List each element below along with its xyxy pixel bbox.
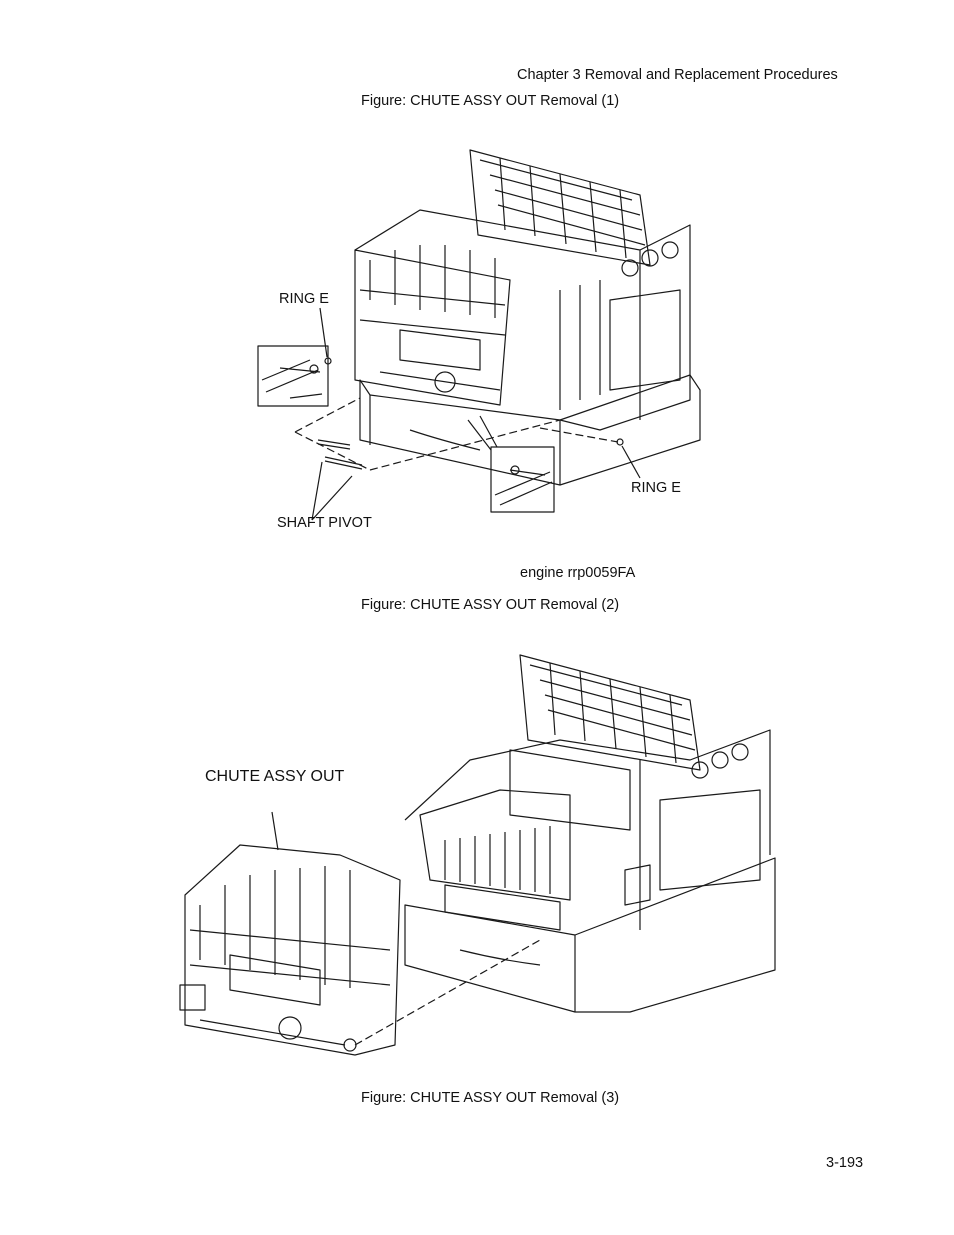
printer-illustration-2	[179, 654, 776, 1056]
chute-assy-out-label: CHUTE ASSY OUT	[205, 768, 345, 785]
printer-illustration-1	[257, 149, 701, 521]
figure-2-caption: Figure: CHUTE ASSY OUT Removal (2)	[361, 597, 620, 613]
ring-e-label-right: RING E	[631, 480, 681, 496]
chapter-header: Chapter 3 Removal and Replacement Proced…	[517, 67, 838, 83]
page-number: 3-193	[826, 1155, 864, 1171]
figure-code: engine rrp0059FA	[520, 565, 636, 581]
figure-3-caption: Figure: CHUTE ASSY OUT Removal (3)	[361, 1090, 620, 1106]
shaft-pivot-label: SHAFT PIVOT	[277, 515, 372, 531]
figure-1-caption: Figure: CHUTE ASSY OUT Removal (1)	[361, 93, 620, 109]
ring-e-label-left: RING E	[279, 291, 329, 307]
